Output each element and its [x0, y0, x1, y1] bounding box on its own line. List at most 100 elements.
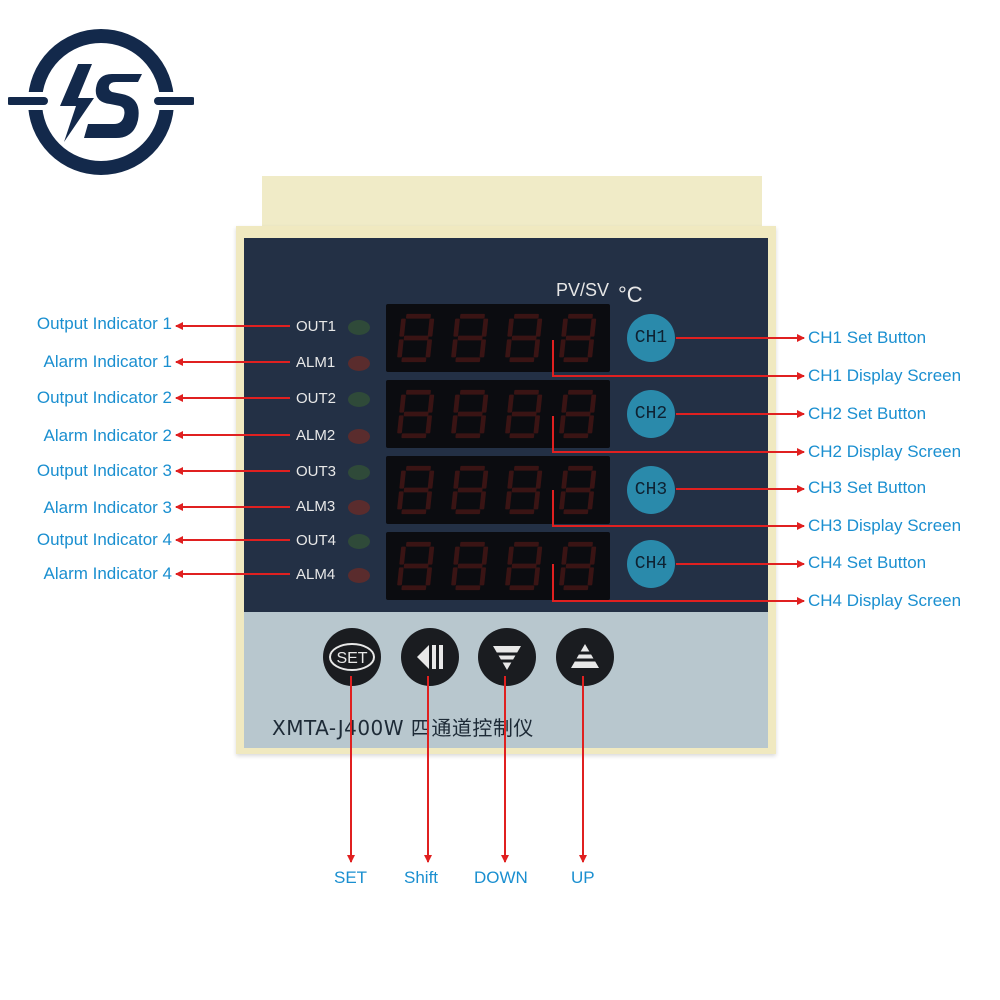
digit-segment: [507, 470, 514, 489]
alm1-label: ALM1: [296, 354, 336, 371]
alm2-label: ALM2: [296, 427, 336, 444]
digit-segment: [479, 567, 486, 586]
up-icon: [571, 644, 599, 668]
digit-segment: [455, 509, 481, 515]
digit-segment: [567, 389, 593, 395]
digit-segment: [425, 567, 432, 586]
ch4-set-button[interactable]: CH4: [627, 540, 675, 588]
set-callout: SET: [334, 868, 368, 887]
digit-segment: [455, 357, 481, 363]
digit-segment: [533, 491, 540, 510]
down-icon: [493, 646, 521, 670]
alarm-indicator-1-callout: Alarm Indicator 1: [43, 352, 173, 371]
digit-segment: [453, 470, 460, 489]
digit-segment: [451, 491, 458, 510]
digit-segment: [397, 491, 404, 510]
alarm-indicator-2-callout: Alarm Indicator 2: [43, 426, 173, 445]
digit-segment: [401, 585, 427, 591]
digit-segment: [563, 509, 589, 515]
ch4-display-callout: CH4 Display Screen: [808, 591, 962, 610]
alm4-led: [348, 568, 370, 583]
down-callout: DOWN: [474, 868, 528, 887]
shift-icon: [417, 645, 443, 669]
output-indicator-4-callout: Output Indicator 4: [36, 530, 172, 549]
digit-segment: [587, 339, 594, 358]
digit-segment: [427, 318, 435, 337]
pv-sv-label: PV/SV: [556, 280, 610, 300]
digit-segment: [403, 411, 429, 417]
up-callout: UP: [571, 868, 595, 887]
digit-segment: [561, 470, 568, 489]
ch3-set-button[interactable]: CH3: [627, 466, 675, 514]
digit-segment: [587, 415, 594, 434]
down-button[interactable]: [478, 628, 536, 686]
seven-segment-digit: [451, 465, 489, 515]
seven-segment-digit: [559, 465, 597, 515]
ch1-set-button-callout: CH1 Set Button: [808, 328, 927, 347]
digit-segment: [563, 585, 589, 591]
digit-segment: [425, 339, 432, 358]
digit-segment: [425, 415, 432, 434]
digit-segment: [405, 465, 431, 471]
set-icon: SET: [329, 643, 375, 671]
digit-segment: [457, 335, 483, 341]
digit-segment: [457, 411, 483, 417]
seven-segment-digit: [397, 465, 435, 515]
digit-segment: [589, 318, 597, 337]
digit-segment: [425, 491, 432, 510]
digit-segment: [565, 563, 591, 569]
digit-segment: [397, 415, 404, 434]
up-button[interactable]: [556, 628, 614, 686]
digit-segment: [509, 357, 535, 363]
digit-segment: [459, 541, 485, 547]
out1-label: OUT1: [296, 318, 337, 335]
digit-segment: [403, 335, 429, 341]
digit-segment: [397, 567, 404, 586]
ch2-set-button-callout: CH2 Set Button: [808, 404, 927, 423]
digit-segment: [399, 470, 406, 489]
digit-segment: [561, 394, 568, 413]
digit-segment: [565, 335, 591, 341]
alarm-indicator-4-callout: Alarm Indicator 4: [43, 564, 173, 583]
digit-segment: [513, 313, 539, 319]
digit-segment: [481, 546, 489, 565]
ch2-set-button[interactable]: CH2: [627, 390, 675, 438]
digit-segment: [589, 470, 597, 489]
digit-segment: [481, 470, 489, 489]
shift-button[interactable]: [401, 628, 459, 686]
digit-segment: [561, 546, 568, 565]
digit-segment: [427, 394, 435, 413]
digit-segment: [479, 491, 486, 510]
seven-segment-digit: [451, 541, 489, 591]
digit-segment: [587, 567, 594, 586]
digit-segment: [565, 411, 591, 417]
digit-segment: [567, 541, 593, 547]
digit-segment: [479, 339, 486, 358]
digit-segment: [405, 389, 431, 395]
digit-segment: [399, 546, 406, 565]
seven-segment-digit: [505, 465, 543, 515]
unit-label: °C: [618, 282, 643, 307]
seven-segment-digit: [505, 389, 543, 439]
lightning-s-logo: [8, 29, 194, 175]
seven-segment-digit: [559, 541, 597, 591]
ch1-set-button[interactable]: CH1: [627, 314, 675, 362]
seven-segment-digit: [505, 541, 543, 591]
digit-segment: [505, 491, 512, 510]
model-label: XMTA-J400W 四通道控制仪: [272, 716, 534, 740]
digit-segment: [511, 563, 537, 569]
digit-segment: [397, 339, 404, 358]
alm3-led: [348, 500, 370, 515]
digit-segment: [559, 567, 566, 586]
out1-led: [348, 320, 370, 335]
digit-segment: [401, 509, 427, 515]
digit-segment: [559, 339, 566, 358]
ch1-display-callout: CH1 Display Screen: [808, 366, 962, 385]
seven-segment-digit: [451, 389, 489, 439]
digit-segment: [567, 313, 593, 319]
digit-segment: [535, 318, 543, 337]
digit-segment: [505, 567, 512, 586]
alm4-label: ALM4: [296, 566, 336, 583]
digit-segment: [533, 339, 540, 358]
